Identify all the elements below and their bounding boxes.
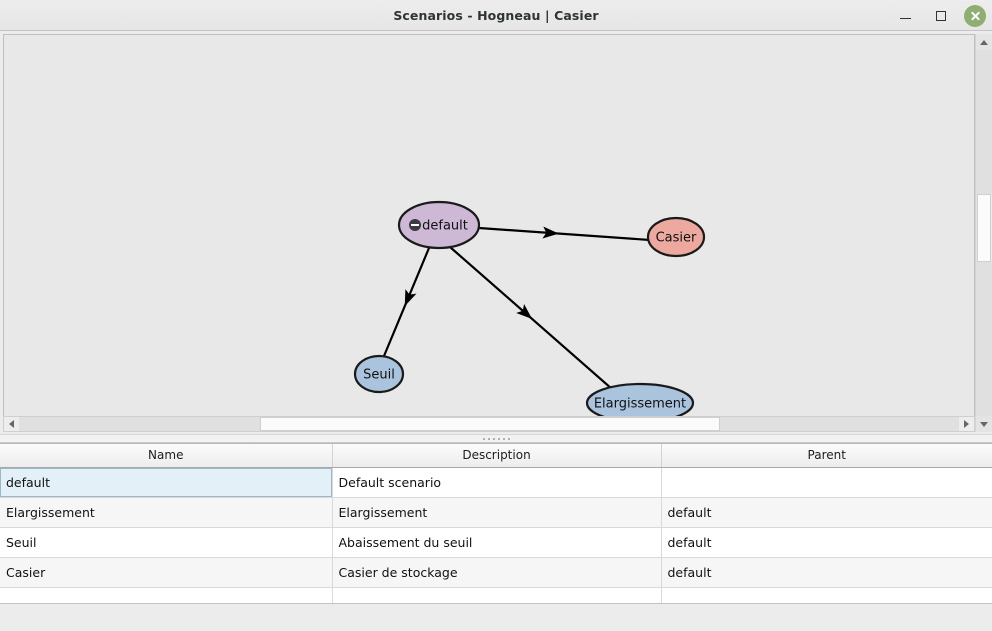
graph-horizontal-scrollbar[interactable] <box>3 416 975 432</box>
splitter-grip-icon <box>482 437 510 440</box>
cell-description[interactable]: Elargissement <box>332 497 662 528</box>
table-empty-area <box>0 587 992 603</box>
table-empty-cell <box>661 587 992 603</box>
maximize-icon <box>936 10 946 21</box>
graph-node-ellipse-default <box>397 200 481 250</box>
cell-parent[interactable]: default <box>661 527 992 558</box>
graph-edge-default-to-casier[interactable] <box>478 226 651 242</box>
vscroll-track-lower[interactable] <box>976 262 992 416</box>
window-title: Scenarios - Hogneau | Casier <box>393 7 599 23</box>
cell-description[interactable]: Abaissement du seuil <box>332 527 662 558</box>
status-bar <box>0 603 992 631</box>
window-controls <box>892 0 986 31</box>
graph-edge-arrowhead-elargissement <box>516 303 533 320</box>
cell-name[interactable]: default <box>0 467 333 498</box>
scroll-right-button[interactable] <box>959 417 974 431</box>
graph-node-label-default: default <box>422 219 468 234</box>
graph-node-label-casier: Casier <box>656 231 697 246</box>
cell-name[interactable]: Elargissement <box>0 497 333 528</box>
cell-parent[interactable]: default <box>661 557 992 588</box>
graph-node-elargissement[interactable]: Elargissement <box>585 382 695 416</box>
vscroll-thumb[interactable] <box>977 194 991 262</box>
graph-node-casier[interactable]: Casier <box>646 216 706 258</box>
table-header: Name Description Parent <box>0 444 992 468</box>
graph-node-label-elargissement: Elargissement <box>594 397 686 412</box>
graph-edge-arrowhead-seuil <box>404 289 417 307</box>
scroll-down-arrow-icon <box>980 421 988 427</box>
title-bar: Scenarios - Hogneau | Casier <box>0 0 992 31</box>
scroll-left-arrow-icon <box>9 420 14 428</box>
cell-name[interactable]: Casier <box>0 557 333 588</box>
graph-edges <box>382 226 651 390</box>
scroll-down-button[interactable] <box>976 416 992 432</box>
minus-bar-icon <box>411 224 419 226</box>
column-header-name[interactable]: Name <box>0 444 333 468</box>
pane-splitter[interactable] <box>0 434 992 443</box>
minimize-button[interactable] <box>892 3 918 29</box>
graph-node-ellipse-elargissement <box>585 382 695 416</box>
graph-node-seuil[interactable]: Seuil <box>353 354 405 394</box>
hscroll-thumb[interactable] <box>260 417 720 431</box>
scroll-up-button[interactable] <box>976 34 992 50</box>
cell-parent[interactable] <box>661 467 992 498</box>
graph-node-label-seuil: Seuil <box>363 368 395 383</box>
table-empty-cell <box>332 587 662 603</box>
minimize-icon <box>899 17 911 20</box>
cell-name[interactable]: Seuil <box>0 527 333 558</box>
cell-description[interactable]: Default scenario <box>332 467 662 498</box>
graph-edge-arrowhead-casier <box>542 226 559 239</box>
table-header-row: Name Description Parent <box>0 444 992 468</box>
table-empty-cell <box>0 587 333 603</box>
graph-node-ellipse-seuil <box>353 354 405 394</box>
scroll-left-button[interactable] <box>4 417 19 431</box>
cell-description[interactable]: Casier de stockage <box>332 557 662 588</box>
cell-parent[interactable]: default <box>661 497 992 528</box>
maximize-button[interactable] <box>928 3 954 29</box>
scroll-up-arrow-icon <box>980 39 988 45</box>
graph-node-default[interactable]: default <box>397 200 481 250</box>
graph-node-ellipse-casier <box>646 216 706 258</box>
close-button[interactable] <box>964 4 986 27</box>
column-header-description[interactable]: Description <box>332 444 662 468</box>
vscroll-track-upper[interactable] <box>976 50 992 194</box>
column-header-parent[interactable]: Parent <box>661 444 992 468</box>
graph-vertical-scrollbar[interactable] <box>975 34 992 432</box>
scroll-right-arrow-icon <box>964 420 969 428</box>
